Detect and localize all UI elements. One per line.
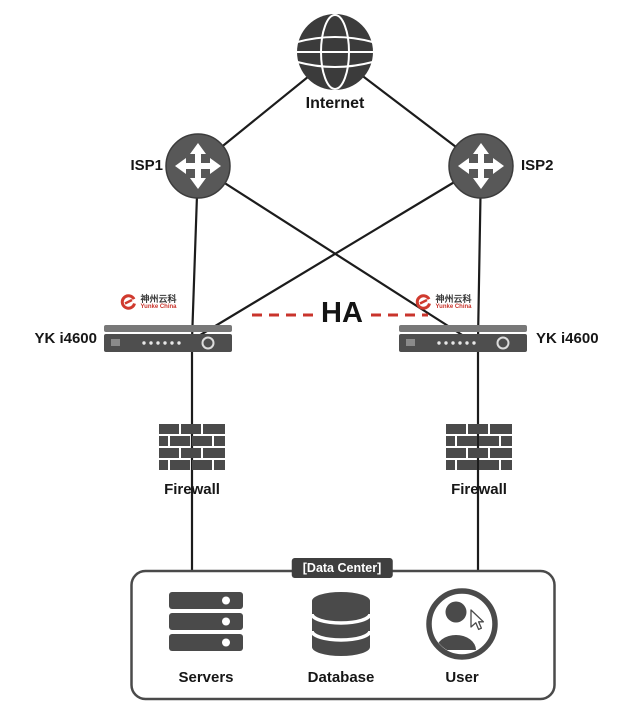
user-cursor-icon — [426, 588, 498, 660]
servers-label: Servers — [178, 669, 234, 686]
yk-left-appliance-icon — [103, 324, 233, 353]
vendor-name-en: Yunke China — [435, 304, 472, 311]
database-cylinder-icon — [310, 592, 372, 656]
database-label: Database — [307, 669, 375, 686]
yunke-swirl-icon — [415, 294, 431, 310]
device-left-label: YK i4600 — [34, 330, 97, 347]
yk-right-appliance-icon — [398, 324, 528, 353]
vendor-logo-left: 神州云科 Yunke China — [119, 293, 177, 311]
vendor-name-cn: 神州云科 — [435, 293, 472, 304]
firewall-right-label: Firewall — [451, 481, 507, 498]
globe-icon — [297, 14, 373, 90]
firewall-left-label: Firewall — [164, 481, 220, 498]
vendor-name-en: Yunke China — [140, 304, 177, 311]
user-label: User — [445, 669, 479, 686]
isp2-router-icon — [448, 133, 514, 199]
internet-label: Internet — [305, 95, 365, 112]
yunke-swirl-icon — [120, 294, 136, 310]
server-stack-icon — [169, 592, 243, 651]
datacenter-badge: [Data Center] — [291, 558, 393, 578]
isp1-label: ISP1 — [130, 157, 163, 174]
ha-label: HA — [321, 297, 363, 329]
device-right-label: YK i4600 — [536, 330, 599, 347]
isp1-router-icon — [165, 133, 231, 199]
vendor-name-cn: 神州云科 — [140, 293, 177, 304]
isp2-label: ISP2 — [521, 157, 554, 174]
vendor-logo-right: 神州云科 Yunke China — [414, 293, 472, 311]
